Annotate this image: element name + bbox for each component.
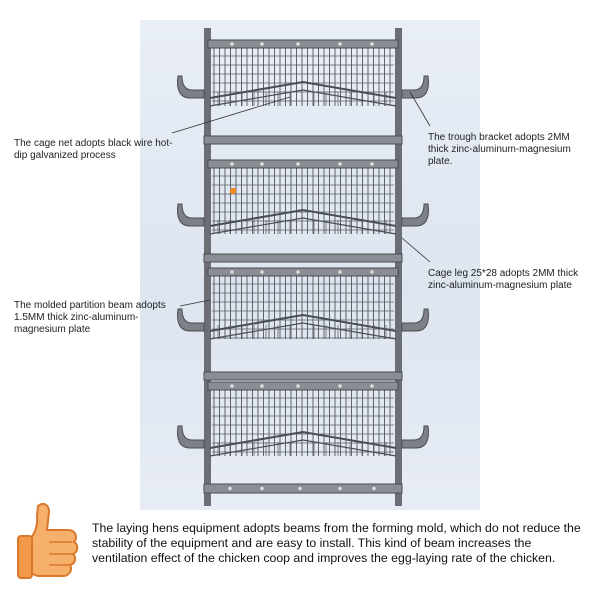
trough-bracket-left [177, 75, 205, 99]
rail-hole [338, 42, 342, 46]
top-rail [207, 39, 399, 49]
cage-tier [177, 159, 429, 235]
rail-hole [338, 486, 342, 491]
sloped-floor [209, 80, 397, 99]
bottom-rail [203, 483, 403, 494]
sloped-floor [209, 430, 397, 449]
thumbs-up-icon [17, 503, 79, 579]
rail-hole [296, 384, 300, 388]
trough-bracket-right [401, 308, 429, 332]
callout-cage-leg: Cage leg 25*28 adopts 2MM thick zinc-alu… [428, 268, 579, 291]
trough-bracket-right [401, 75, 429, 99]
callout-partition-beam: The molded partition beam adopts 1.5MM t… [14, 300, 166, 335]
sloped-floor [209, 217, 397, 235]
rail-hole [260, 42, 264, 46]
product-backdrop [140, 20, 480, 510]
rail-hole [230, 384, 234, 388]
rail-hole [296, 42, 300, 46]
rail-hole [260, 162, 264, 166]
sloped-floor [209, 439, 397, 457]
rail-hole [370, 42, 374, 46]
rail-hole [370, 384, 374, 388]
sloped-floor [209, 89, 397, 107]
leader-line [179, 299, 211, 307]
cage-tier [177, 39, 429, 107]
rail-hole [260, 384, 264, 388]
cage-tier [177, 381, 429, 457]
rail-hole [230, 162, 234, 166]
rail-hole [338, 270, 342, 274]
top-rail [207, 159, 399, 169]
partition-beam [203, 371, 403, 381]
leader-line [409, 91, 431, 127]
rail-hole [296, 162, 300, 166]
trough-bracket-left [177, 203, 205, 227]
leader-line [171, 96, 291, 134]
trough-bracket-right [401, 425, 429, 449]
callout-cage-net: The cage net adopts black wire hot-dip g… [14, 138, 173, 161]
callout-trough-bracket: The trough bracket adopts 2MM thick zinc… [428, 132, 571, 167]
rail-hole [338, 384, 342, 388]
sloped-floor [209, 322, 397, 340]
top-rail [207, 381, 399, 391]
partition-beam [203, 135, 403, 145]
rail-hole [298, 486, 302, 491]
sloped-floor [209, 208, 397, 227]
rail-hole [230, 270, 234, 274]
rail-hole [228, 486, 232, 491]
rail-hole [296, 270, 300, 274]
top-rail [207, 267, 399, 277]
rail-hole [260, 486, 264, 491]
trough-bracket-right [401, 203, 429, 227]
rail-hole [370, 162, 374, 166]
description-text: The laying hens equipment adopts beams f… [92, 521, 581, 565]
cage-leg-left [204, 28, 211, 506]
rail-hole [338, 162, 342, 166]
rail-hole [230, 42, 234, 46]
marker-dot [229, 187, 237, 195]
cage-leg-right [395, 28, 402, 506]
trough-bracket-left [177, 308, 205, 332]
cage-tier [177, 267, 429, 340]
rail-hole [370, 270, 374, 274]
sloped-floor [209, 313, 397, 332]
trough-bracket-left [177, 425, 205, 449]
leader-line [401, 237, 431, 263]
rail-hole [372, 486, 376, 491]
rail-hole [260, 270, 264, 274]
partition-beam [203, 253, 403, 263]
